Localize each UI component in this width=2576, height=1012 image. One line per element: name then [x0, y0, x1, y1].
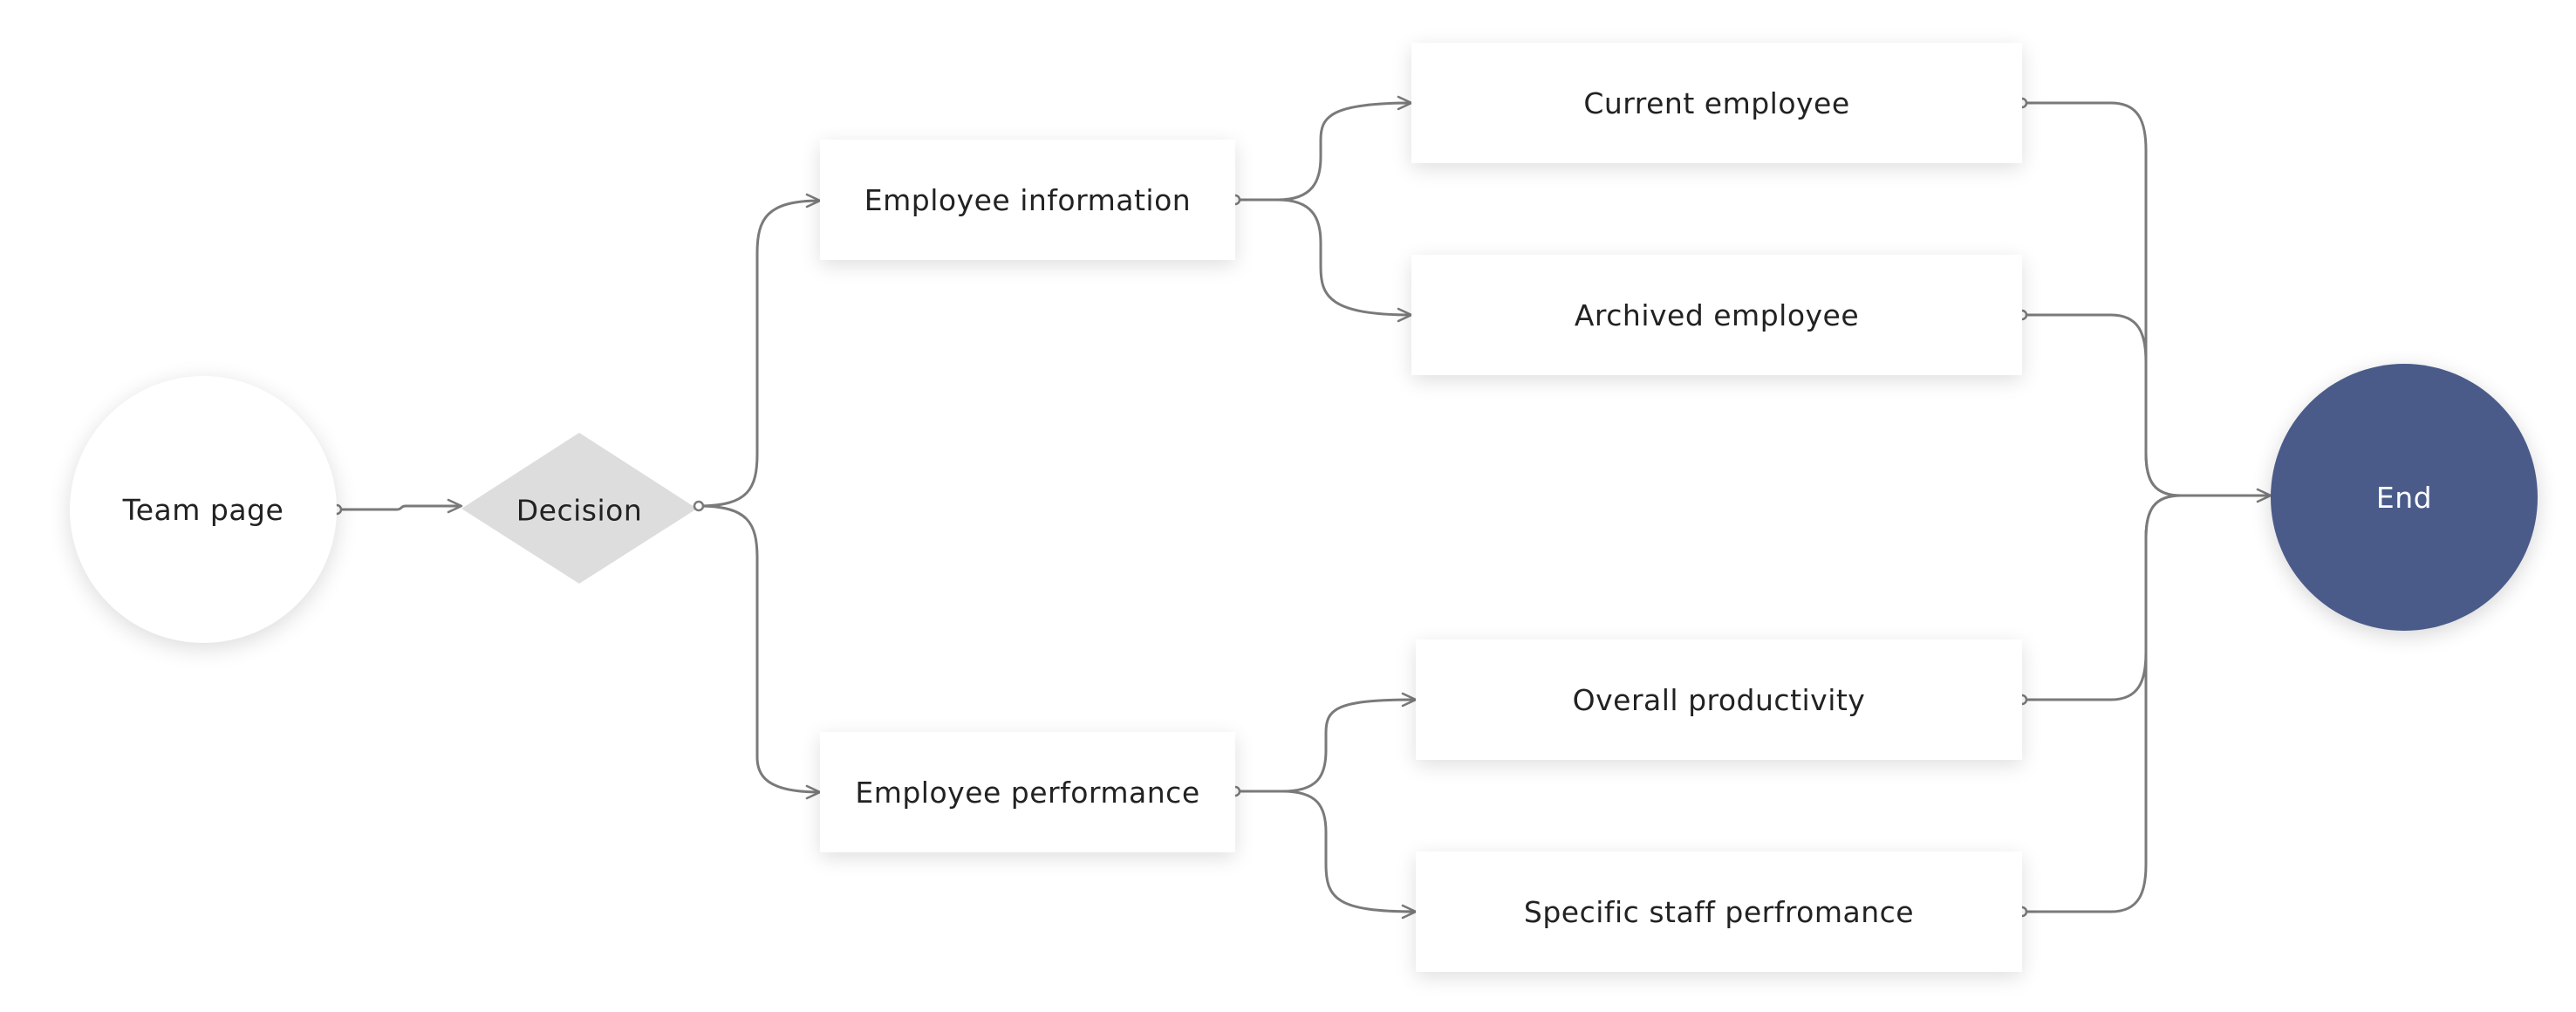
connector-decision-to-performance	[698, 504, 822, 800]
node-team-page[interactable]: Team page	[70, 376, 337, 643]
connector-info-to-current	[1235, 95, 1413, 202]
node-specific-staff-performance[interactable]: Specific staff perfromance	[1416, 851, 2022, 972]
node-archived-employee-label: Archived employee	[1574, 297, 1860, 332]
node-end-label: End	[2375, 480, 2433, 515]
decision-diamond[interactable]	[461, 433, 697, 584]
node-employee-performance-label: Employee performance	[855, 775, 1200, 810]
node-specific-staff-performance-label: Specific staff perfromance	[1523, 894, 1915, 929]
node-end[interactable]: End	[2271, 364, 2538, 631]
node-employee-information-label: Employee information	[864, 182, 1192, 217]
connector-info-to-archived	[1235, 198, 1413, 323]
node-team-page-label: Team page	[122, 492, 284, 527]
node-current-employee-label: Current employee	[1583, 85, 1850, 120]
port-decision	[693, 500, 705, 512]
connector-specific-to-end	[2022, 494, 2271, 913]
connector-decision-to-info	[698, 193, 822, 508]
connector-archived-to-end	[2022, 313, 2271, 497]
connector-performance-to-specific	[1235, 790, 1418, 920]
node-archived-employee[interactable]: Archived employee	[1411, 255, 2022, 375]
node-overall-productivity-label: Overall productivity	[1572, 682, 1866, 717]
connector-team-to-decision	[337, 498, 463, 514]
connector-performance-to-overall	[1235, 692, 1418, 793]
node-overall-productivity[interactable]: Overall productivity	[1416, 639, 2022, 760]
node-current-employee[interactable]: Current employee	[1411, 43, 2022, 163]
node-employee-performance[interactable]: Employee performance	[820, 732, 1235, 852]
node-employee-information[interactable]: Employee information	[820, 140, 1235, 260]
node-decision-label: Decision	[516, 493, 643, 528]
